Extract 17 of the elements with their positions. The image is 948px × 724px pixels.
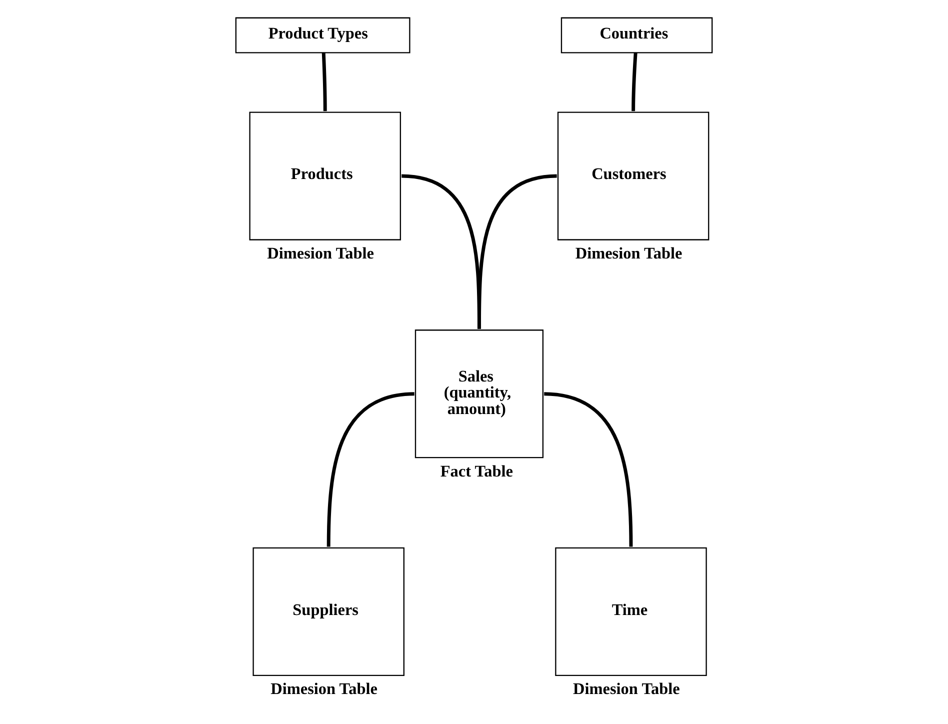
node-box: Products (249, 112, 401, 240)
connector (477, 174, 557, 329)
node-box: Time (555, 547, 707, 676)
node-box: Sales (quantity, amount) (414, 330, 544, 458)
node-label: Dimesion Table (573, 680, 680, 698)
node-box: Product Types (235, 17, 410, 54)
connector (326, 392, 414, 547)
connector (544, 392, 633, 547)
node-box: Customers (557, 112, 710, 240)
node-label: Dimesion Table (575, 244, 682, 263)
node-box: Suppliers (252, 547, 404, 676)
connector (632, 52, 638, 112)
node-label: Fact Table (440, 462, 513, 480)
node-label: Dimesion Table (267, 244, 374, 263)
node-box: Countries (560, 17, 713, 54)
connector (322, 52, 327, 112)
node-label: Dimesion Table (270, 680, 378, 698)
